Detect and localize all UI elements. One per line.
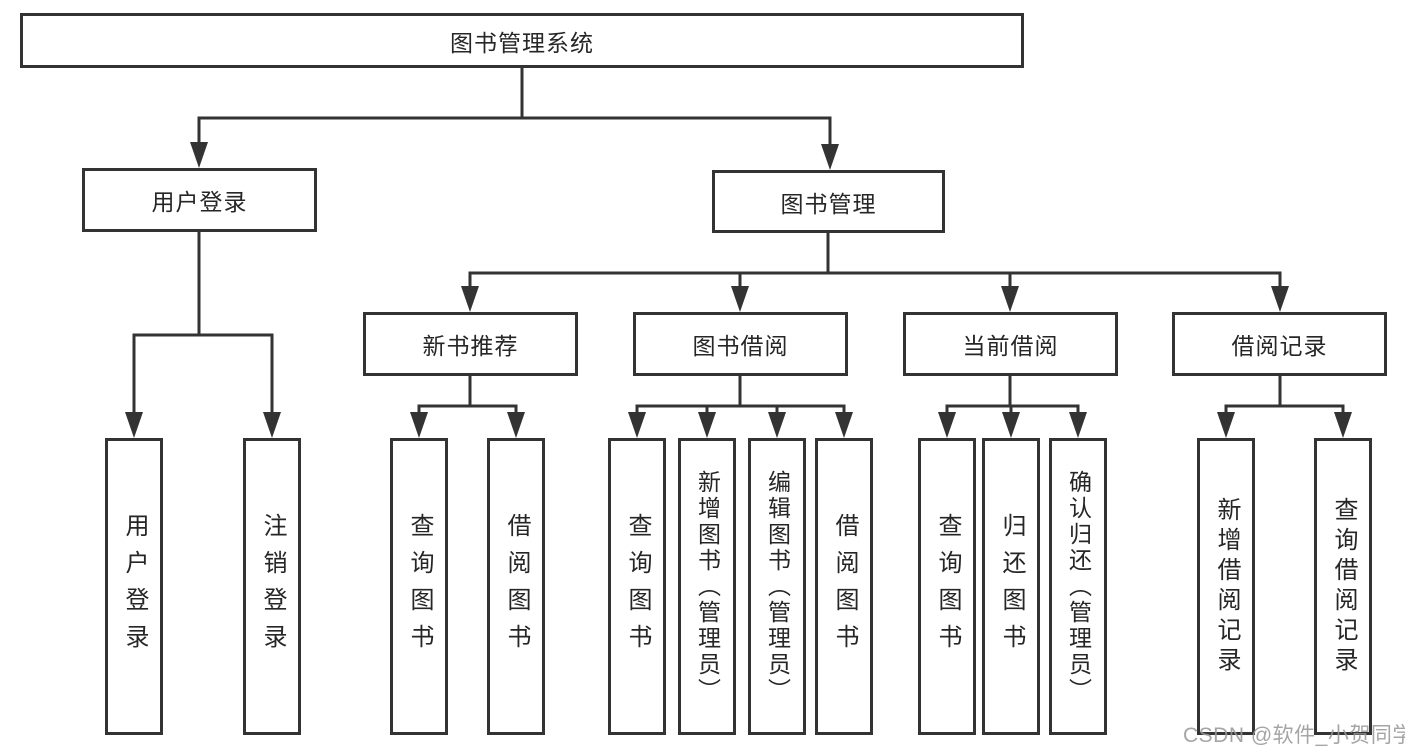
leaf-cb-confirm-return-admin: 确认归还（管理员）: [1049, 438, 1107, 735]
leaf-user-login: 用户登录: [105, 438, 163, 735]
leaf-bb-borrow-books: 借阅图书: [815, 438, 873, 735]
node-borrowing-records: 借阅记录: [1172, 312, 1387, 376]
leaf-nbr-query-books: 查询图书: [390, 438, 448, 735]
leaf-bb-edit-books-admin: 编辑图书（管理员）: [748, 438, 806, 735]
node-book-borrowing: 图书借阅: [633, 312, 848, 376]
leaf-nbr-query-books-label: 查询图书: [406, 512, 433, 661]
node-current-borrowing: 当前借阅: [903, 312, 1118, 376]
leaf-cb-return-books: 归还图书: [982, 438, 1040, 735]
leaf-br-add-record-label: 新增借阅记录: [1213, 496, 1240, 677]
csdn-watermark: CSDN @软件_小贺同学: [1183, 724, 1405, 747]
leaf-cb-confirm-return-admin-label: 确认归还（管理员）: [1065, 469, 1092, 704]
leaf-cb-return-books-label: 归还图书: [998, 512, 1025, 661]
node-user-login: 用户登录: [82, 168, 317, 232]
node-new-book-recommend: 新书推荐: [363, 312, 578, 376]
node-book-management: 图书管理: [712, 170, 945, 233]
node-root-library-management-system: 图书管理系统: [20, 13, 1024, 68]
leaf-bb-query-books: 查询图书: [608, 438, 666, 735]
leaf-br-add-record: 新增借阅记录: [1197, 438, 1255, 735]
leaf-bb-add-books-admin-label: 新增图书（管理员）: [694, 469, 721, 704]
leaf-br-query-record: 查询借阅记录: [1314, 438, 1372, 735]
leaf-nbr-borrow-books-label: 借阅图书: [503, 512, 530, 661]
leaf-cb-query-books: 查询图书: [918, 438, 976, 735]
leaf-bb-query-books-label: 查询图书: [624, 512, 651, 661]
leaf-bb-edit-books-admin-label: 编辑图书（管理员）: [764, 469, 791, 704]
leaf-cb-query-books-label: 查询图书: [934, 512, 961, 661]
leaf-logout-label: 注销登录: [259, 512, 286, 661]
leaf-bb-add-books-admin: 新增图书（管理员）: [678, 438, 736, 735]
leaf-bb-borrow-books-label: 借阅图书: [831, 512, 858, 661]
leaf-nbr-borrow-books: 借阅图书: [487, 438, 545, 735]
leaf-logout: 注销登录: [243, 438, 301, 735]
leaf-br-query-record-label: 查询借阅记录: [1330, 496, 1357, 677]
leaf-user-login-label: 用户登录: [121, 512, 148, 661]
